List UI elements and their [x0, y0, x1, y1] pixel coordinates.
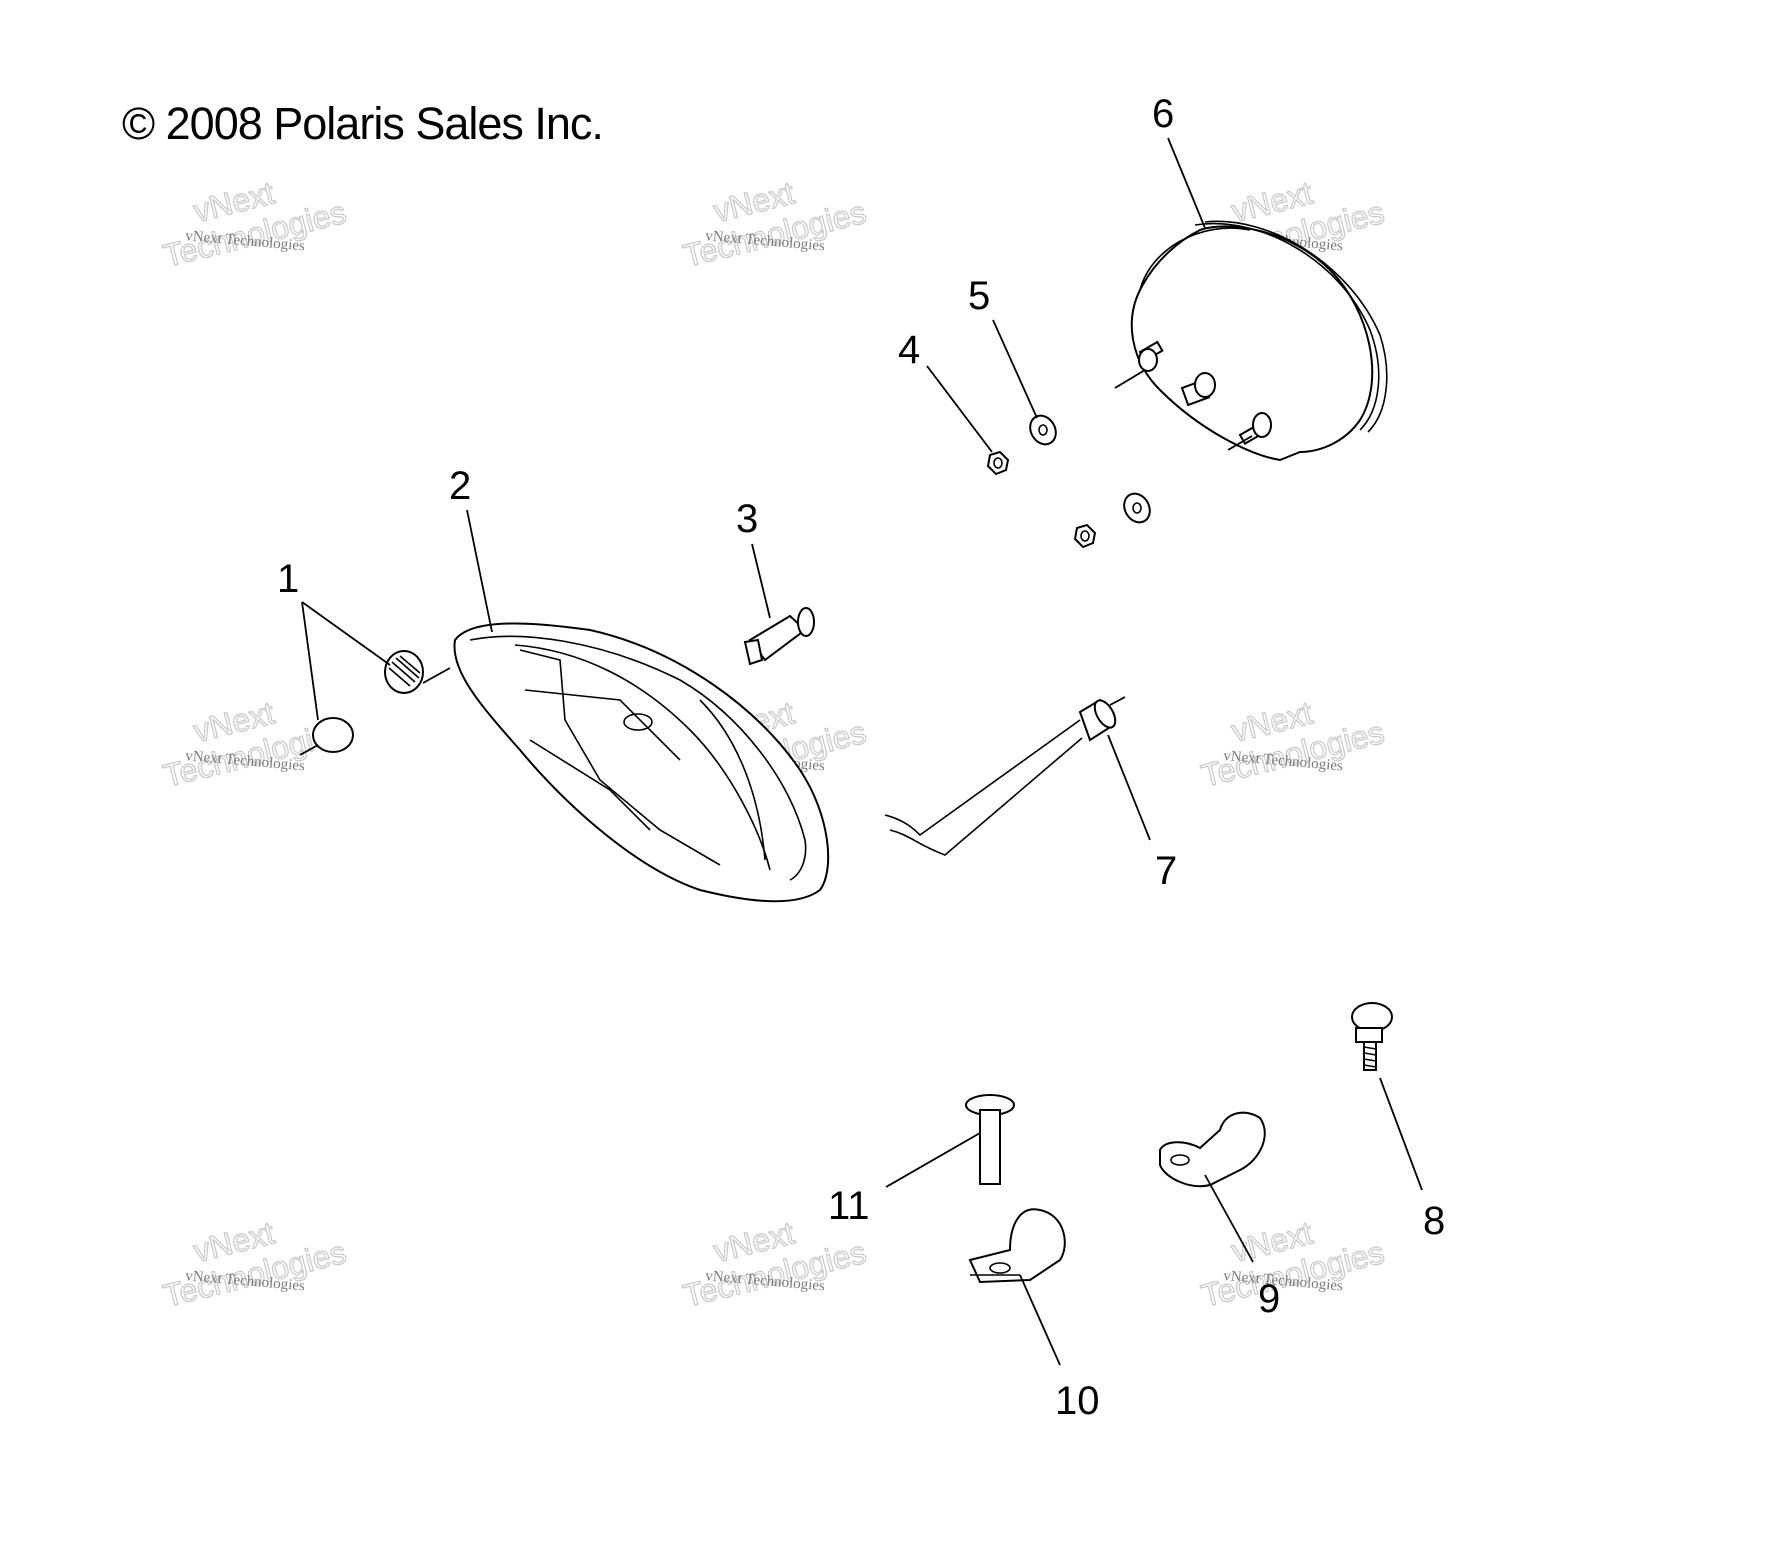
- callout-2: 2: [449, 464, 471, 508]
- part-7-speedo-cable: [884, 696, 1126, 856]
- housing-curve-detail: [699, 699, 766, 861]
- clamp-hole: [989, 1262, 1011, 1274]
- leader-lines: [301, 137, 1423, 1366]
- housing-window-edge: [519, 649, 721, 866]
- leader-11: [885, 1132, 981, 1188]
- part-4-nuts: [986, 450, 1097, 549]
- housing-window-rib: [529, 739, 651, 831]
- leader-1b: [301, 601, 391, 666]
- clip-screw-threads: [1363, 1046, 1377, 1068]
- leader-9: [1204, 1174, 1254, 1263]
- watermark-bottom-right: vNext Technologies: [1197, 1214, 1388, 1315]
- watermark-top-left: vNext Technologies: [159, 174, 350, 275]
- washer-lower: [1123, 492, 1151, 524]
- callout-3: 3: [736, 497, 758, 541]
- clip-head: [1355, 1027, 1383, 1043]
- part-5-washers: [1029, 414, 1151, 524]
- part-2-instrument-housing: [453, 622, 830, 903]
- callout-11: 11: [828, 1184, 870, 1228]
- leader-3: [751, 543, 771, 619]
- nut-lower: [1073, 523, 1097, 549]
- callout-numbers: 1 2 3 4 5 6 7 8 9 10 11: [277, 92, 1445, 1423]
- gauge-stud-shaft: [1227, 435, 1253, 451]
- callout-4: 4: [898, 328, 920, 372]
- part-10-p-clamp: [968, 1208, 1066, 1284]
- bolt-shank: [979, 1109, 1001, 1185]
- leader-10: [1019, 1274, 1061, 1366]
- copyright-notice: © 2008 Polaris Sales Inc.: [122, 98, 604, 149]
- clamp-body: [1159, 1111, 1266, 1188]
- part-1-lens-discs: [299, 650, 451, 756]
- watermark-bottom-left: vNext Technologies: [159, 1214, 350, 1315]
- cable-tip: [1109, 696, 1126, 706]
- nut-upper: [986, 450, 1010, 476]
- nut-lower-hole: [1080, 530, 1090, 542]
- cable-line-upper: [884, 719, 1081, 837]
- lens-grille-hatching: [388, 655, 421, 687]
- cable-nut: [1093, 699, 1117, 729]
- nut-upper-hole: [993, 457, 1003, 469]
- leader-5: [992, 319, 1038, 419]
- cable-line-lower: [889, 737, 1083, 856]
- gauge-bezel-ring-1: [1194, 222, 1380, 431]
- housing-window-rib: [524, 689, 681, 761]
- housing-rim-line: [469, 635, 807, 881]
- callout-10: 10: [1055, 1379, 1100, 1423]
- gauge-back-edge: [1139, 227, 1251, 291]
- clamp-body: [968, 1208, 1066, 1284]
- leader-6: [1167, 137, 1206, 229]
- gauge-bezel-ring-2: [1204, 220, 1388, 433]
- callout-1: 1: [277, 557, 299, 601]
- part-8-cable-clip: [1351, 1002, 1393, 1071]
- gauge-stud-shaft: [1114, 369, 1146, 389]
- housing-inner-bezel: [514, 644, 771, 871]
- callout-6: 6: [1152, 92, 1174, 136]
- clip-loop: [1351, 1002, 1393, 1032]
- housing-mount-hole: [623, 713, 653, 731]
- watermark-mid-right: vNext Technologies: [1197, 694, 1388, 795]
- washer-upper: [1029, 414, 1057, 446]
- part-9-p-clamp: [1159, 1111, 1266, 1188]
- leader-1a: [301, 601, 319, 721]
- socket-terminal: [743, 638, 764, 666]
- washer-upper-hole: [1038, 424, 1048, 436]
- callout-7: 7: [1155, 849, 1177, 893]
- leader-8: [1379, 1077, 1423, 1191]
- gauge-connector-cap: [1194, 372, 1216, 398]
- leader-2: [466, 509, 493, 633]
- lens-disc: [312, 717, 354, 753]
- watermark-top-center: vNext Technologies: [679, 174, 870, 275]
- leader-4: [926, 365, 993, 453]
- housing-outer-shell: [453, 622, 830, 903]
- washer-lower-hole: [1132, 502, 1142, 514]
- part-6-gauge: [1114, 220, 1388, 462]
- gauge-stud-base: [1138, 348, 1158, 372]
- clamp-hole: [1170, 1154, 1190, 1166]
- callout-5: 5: [968, 274, 990, 318]
- socket-flange: [797, 607, 815, 637]
- leader-7: [1107, 734, 1151, 841]
- part-11-bolt: [965, 1094, 1015, 1185]
- callout-9: 9: [1258, 1277, 1280, 1321]
- callout-8: 8: [1423, 1199, 1445, 1243]
- part-1-dash: [422, 667, 451, 684]
- gauge-stud-base: [1252, 412, 1272, 438]
- part-3-bulb-socket: [743, 607, 815, 666]
- part-1-dash: [299, 744, 319, 756]
